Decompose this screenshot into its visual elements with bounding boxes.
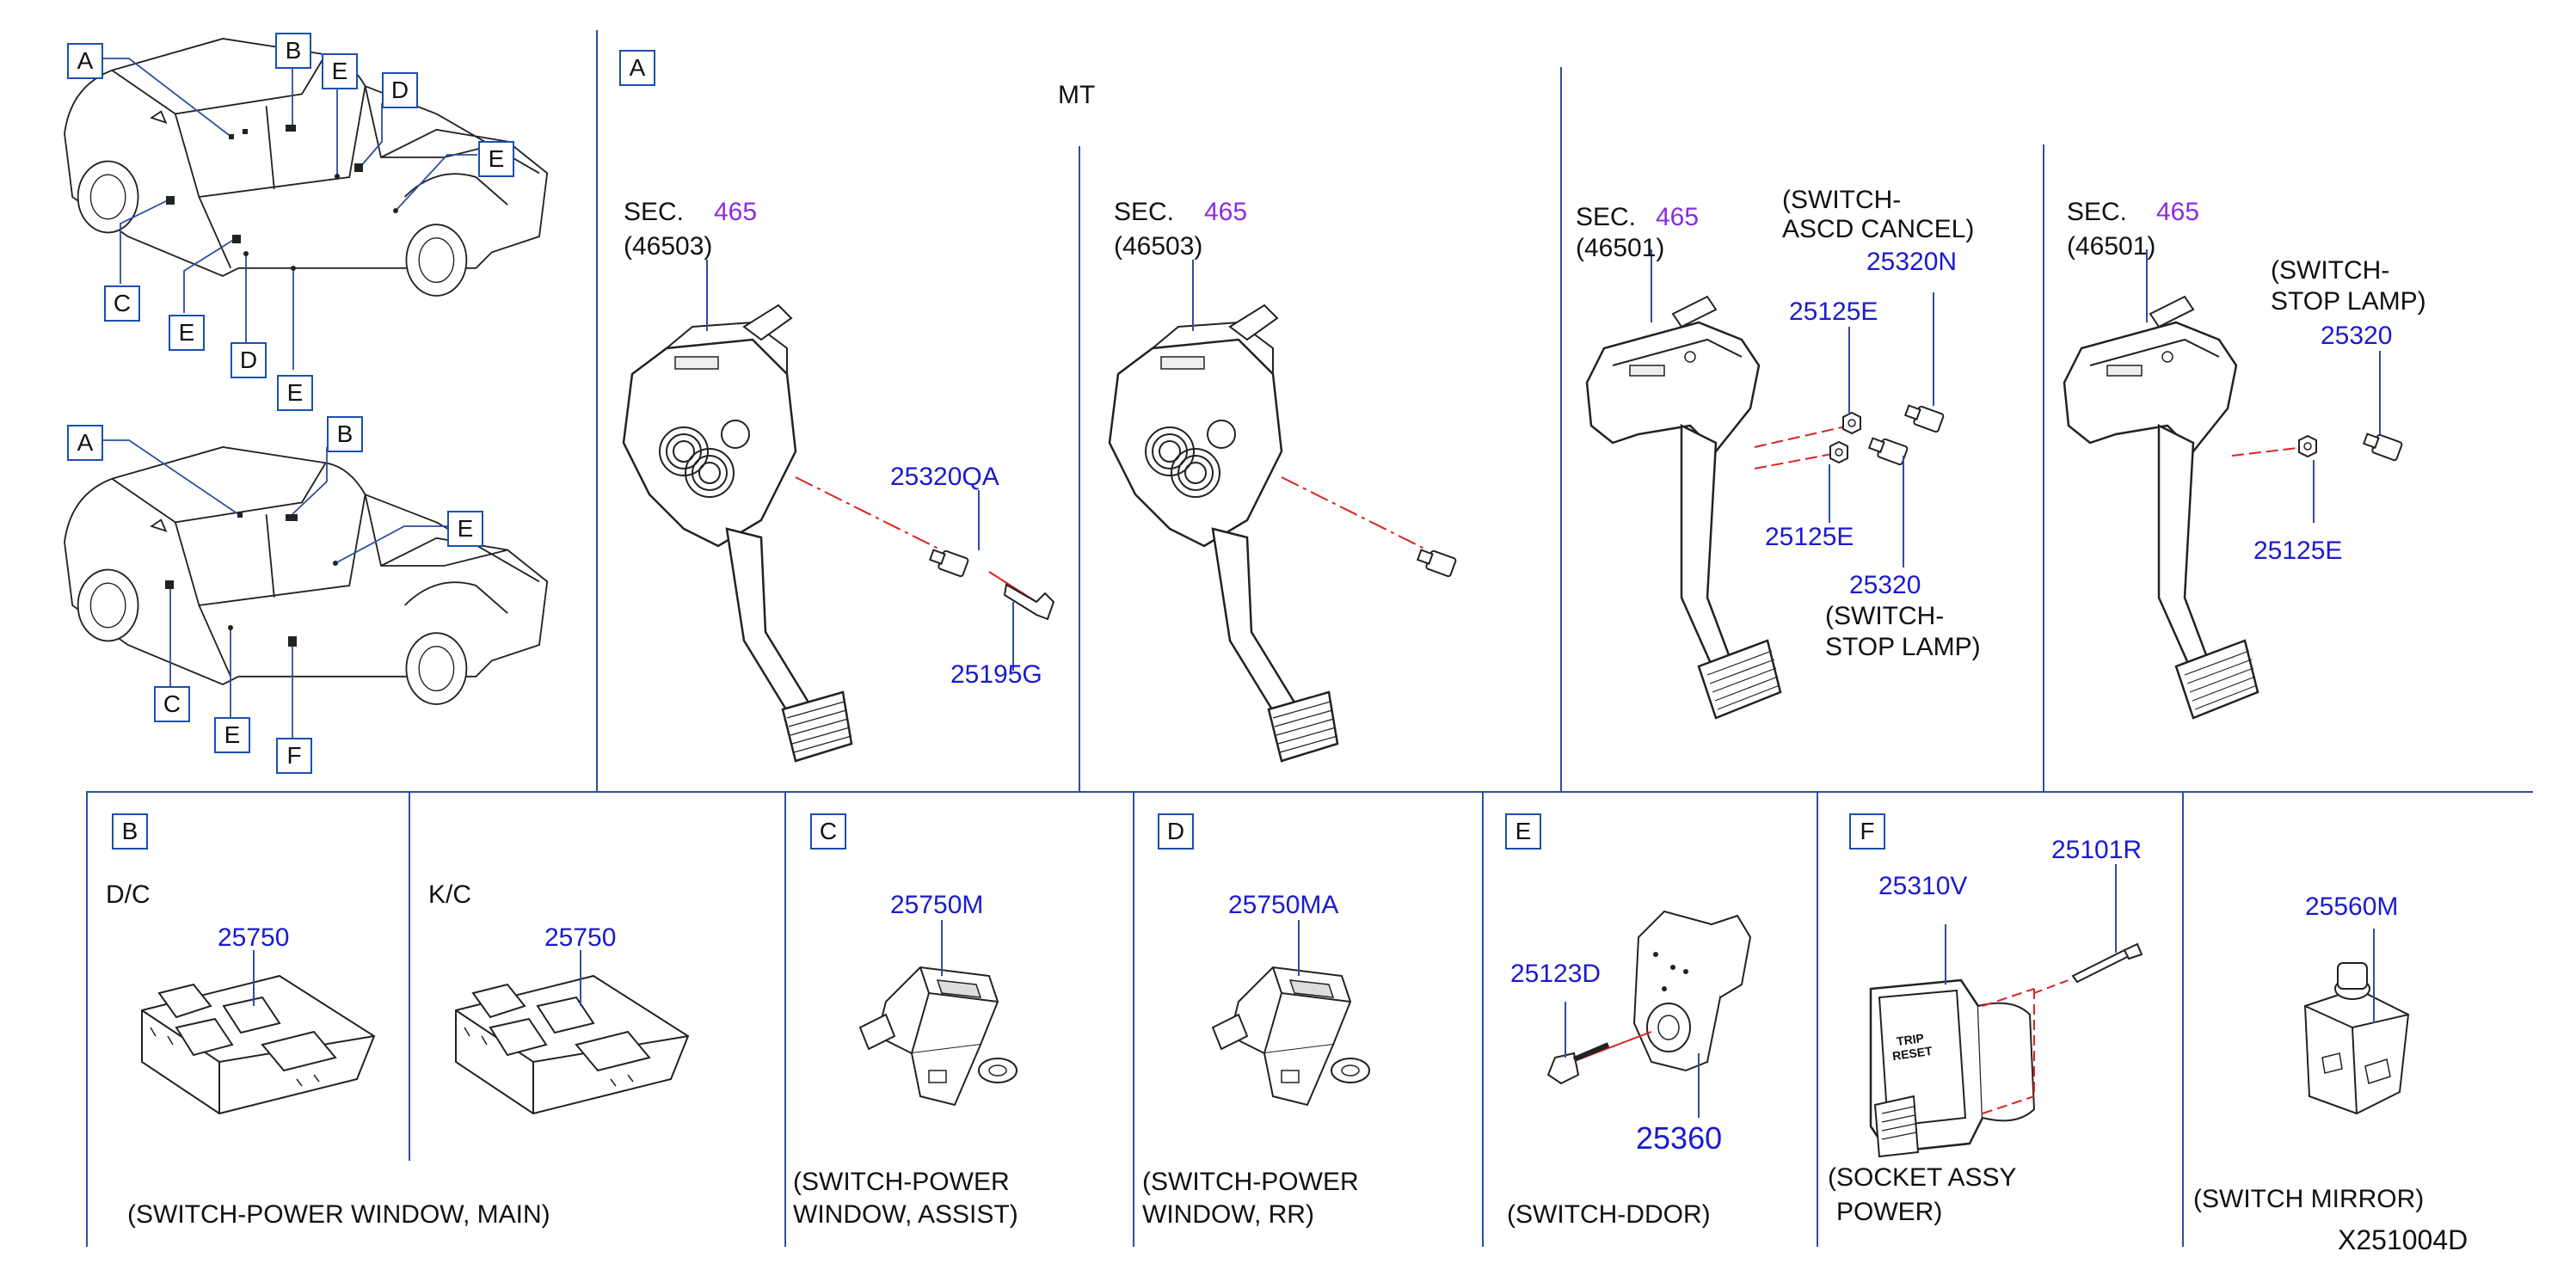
sec-number: 465 [1204,198,1248,226]
part-number: 25750 [544,923,617,952]
part-number: 25320 [2321,322,2393,350]
part-number: 25750M [890,891,984,919]
part-number: 25320N [1866,248,1958,276]
callout-e: E [322,53,358,89]
part-number: 25125E [2253,537,2343,565]
callout-e: E [169,315,205,351]
part-desc: ASCD CANCEL) [1782,215,1975,243]
part-desc: STOP LAMP) [1825,633,1981,661]
part-number: 25195G [950,660,1042,689]
callout-d: D [231,342,267,378]
sec-ref: (46503) [624,232,713,261]
callout-c: C [154,686,190,722]
callout-e: E [447,511,483,547]
callout-b: B [275,33,311,69]
sec-ref: (46501) [2067,232,2156,261]
callout-e: E [214,717,250,753]
mt-label: MT [1058,81,1096,109]
part-number: 25750MA [1228,891,1339,919]
part-desc: (SWITCH-POWER [793,1168,1010,1196]
part-number: 25101R [2051,836,2143,864]
part-number: 25360 [1636,1120,1723,1156]
part-number: 25560M [2305,893,2399,921]
panel-tag-e: E [1505,813,1541,850]
panel-tag-d: D [1158,813,1194,850]
sec-number: 465 [2156,198,2200,226]
part-desc: STOP LAMP) [2271,287,2426,316]
sec-label: SEC. [624,198,685,226]
part-desc: (SWITCH- [2271,256,2390,285]
callout-b: B [327,416,363,452]
variant-label: D/C [106,880,151,909]
part-number: 25310V [1878,872,1968,900]
panel-tag-b: B [112,813,148,850]
sec-ref: (46503) [1114,232,1203,261]
part-number: 25320 [1849,571,1921,599]
part-desc: WINDOW, RR) [1142,1200,1314,1229]
part-number: 25320QA [890,463,999,491]
sec-number: 465 [1656,203,1700,231]
variant-label: K/C [428,880,472,909]
part-desc: POWER) [1836,1198,1943,1226]
part-desc: (SWITCH- [1782,186,1902,214]
panel-tag-a: A [619,50,655,86]
diagram-id: X251004D [2338,1224,2468,1255]
panel-tag-f: F [1849,813,1885,850]
callout-a: A [67,425,103,461]
part-desc: (SWITCH- [1825,602,1945,630]
part-number: 25125E [1789,298,1878,326]
callout-c: C [104,285,140,322]
part-desc: (SWITCH-POWER WINDOW, MAIN) [127,1200,550,1229]
callout-d: D [382,72,418,108]
sec-ref: (46501) [1576,234,1665,262]
sec-label: SEC. [1576,203,1637,231]
part-number: 25125E [1765,523,1854,551]
sec-label: SEC. [2067,198,2128,226]
callout-e: E [478,141,514,177]
part-desc: WINDOW, ASSIST) [793,1200,1018,1229]
part-desc: (SOCKET ASSY [1828,1163,2017,1192]
part-number: 25123D [1510,960,1602,988]
sec-number: 465 [714,198,758,226]
sec-label: SEC. [1114,198,1175,226]
callout-f: F [276,738,312,774]
part-desc: (SWITCH-POWER [1142,1168,1359,1196]
panel-tag-c: C [810,813,846,850]
part-desc: (SWITCH-DDOR) [1507,1200,1711,1229]
part-number: 25750 [218,923,290,952]
callout-e: E [277,375,313,411]
part-desc: (SWITCH MIRROR) [2193,1185,2425,1213]
callout-a: A [67,43,103,79]
